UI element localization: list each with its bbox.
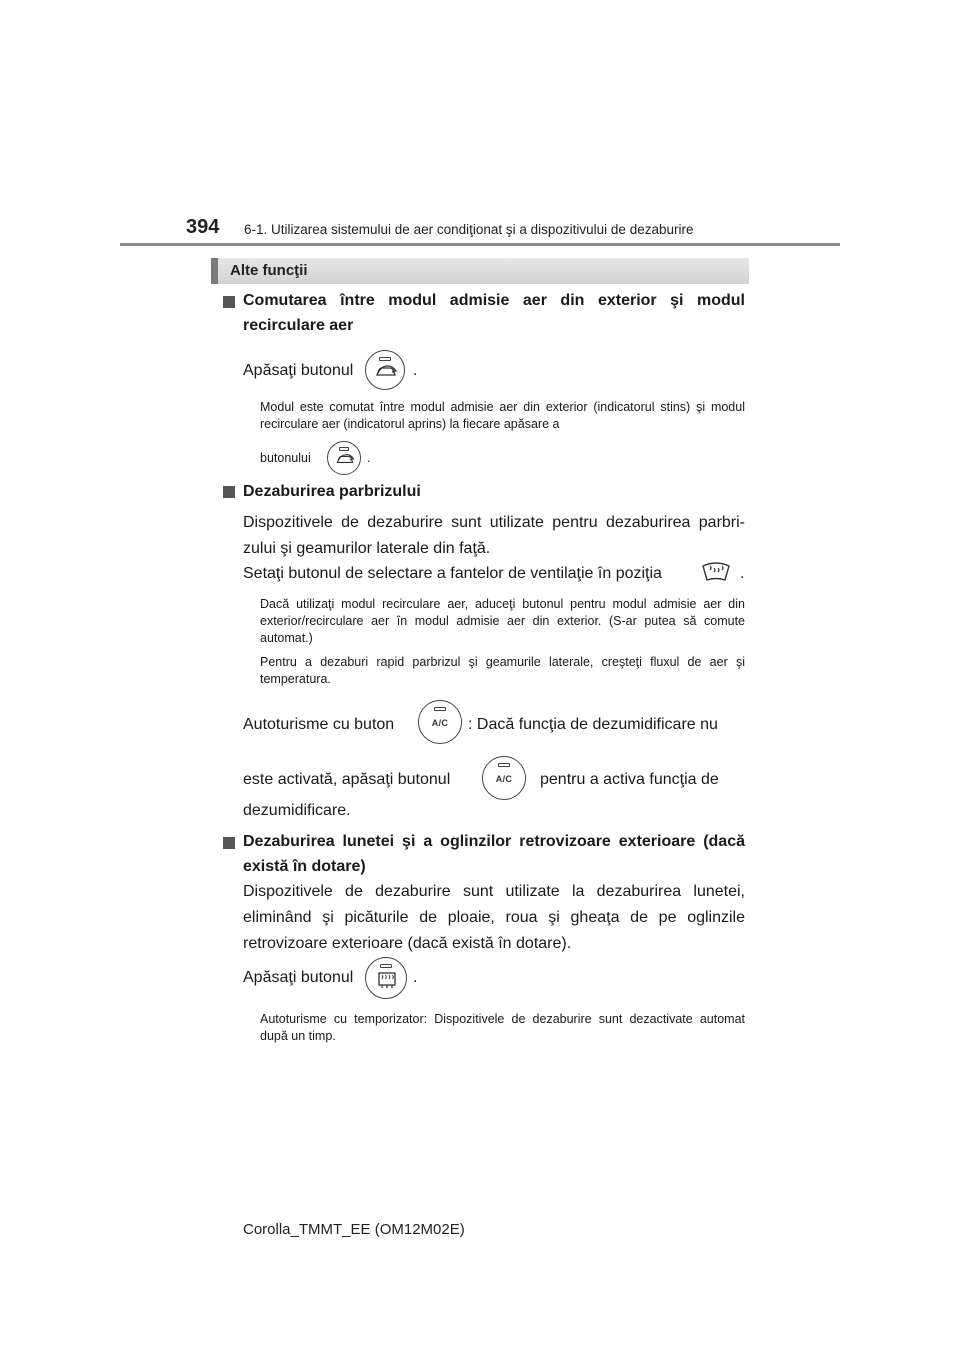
press-instruction-end: . xyxy=(413,969,418,986)
ac-text-line1-cont: : Dacă funcţia de dezumidificare nu xyxy=(468,716,718,733)
ac-text-line2-cont: pentru a activa funcţia de xyxy=(540,771,719,788)
ac-text-line1: Autoturisme cu buton xyxy=(243,716,395,733)
section-title: Alte funcţii xyxy=(230,262,308,279)
press-instruction-end: . xyxy=(413,362,418,379)
ac-button-label: A/C xyxy=(431,718,449,728)
heading-rear-window: Dezaburirea lunetei şi a oglinzilor retr… xyxy=(243,833,745,875)
note-recirculation-end: butonului xyxy=(260,451,311,465)
windshield-defrost-icon xyxy=(702,562,730,581)
recirculation-button-icon xyxy=(365,350,405,390)
set-instruction-end: . xyxy=(740,565,745,582)
ac-text-line3: dezumidificare. xyxy=(243,802,351,819)
rear-defogger-button-icon xyxy=(365,957,407,999)
note-timer: Autoturisme cu temporizator: Dispozitive… xyxy=(260,1012,745,1043)
footer-model-code: Corolla_TMMT_EE (OM12M02E) xyxy=(243,1221,465,1238)
heading-windshield: Dezaburirea parbrizului xyxy=(243,483,421,500)
page-number: 394 xyxy=(186,216,220,238)
header-divider xyxy=(120,243,840,246)
note-end-period: . xyxy=(367,451,371,465)
recirculation-button-icon xyxy=(327,441,361,475)
note-recirc-mode: Dacă utilizaţi modul recirculare aer, ad… xyxy=(260,597,745,645)
rear-window-text: Dispozitivele de dezaburire sunt utiliza… xyxy=(243,883,745,952)
press-instruction: Apăsaţi butonul xyxy=(243,362,354,379)
ac-text-line2: este activată, apăsaţi butonul xyxy=(243,771,451,788)
ac-button-icon: A/C xyxy=(482,756,526,800)
note-recirculation: Modul este comutat între modul admisie a… xyxy=(260,400,745,431)
ac-button-label: A/C xyxy=(495,774,513,784)
set-instruction: Setaţi butonul de selectare a fantelor d… xyxy=(243,565,662,582)
bullet-square-icon xyxy=(223,296,235,308)
ac-button-icon: A/C xyxy=(418,700,462,744)
bullet-square-icon xyxy=(223,486,235,498)
section-header: Alte funcţii xyxy=(211,258,749,284)
chapter-title: 6-1. Utilizarea sistemului de aer condiţ… xyxy=(244,222,694,237)
bullet-square-icon xyxy=(223,837,235,849)
press-instruction: Apăsaţi butonul xyxy=(243,969,354,986)
windshield-text: Dispozitivele de dezaburire sunt utiliza… xyxy=(243,514,745,557)
note-rapid-defog: Pentru a dezaburi rapid parbrizul şi gea… xyxy=(260,655,745,686)
heading-recirculation: Comutarea între modul admisie aer din ex… xyxy=(243,292,745,334)
